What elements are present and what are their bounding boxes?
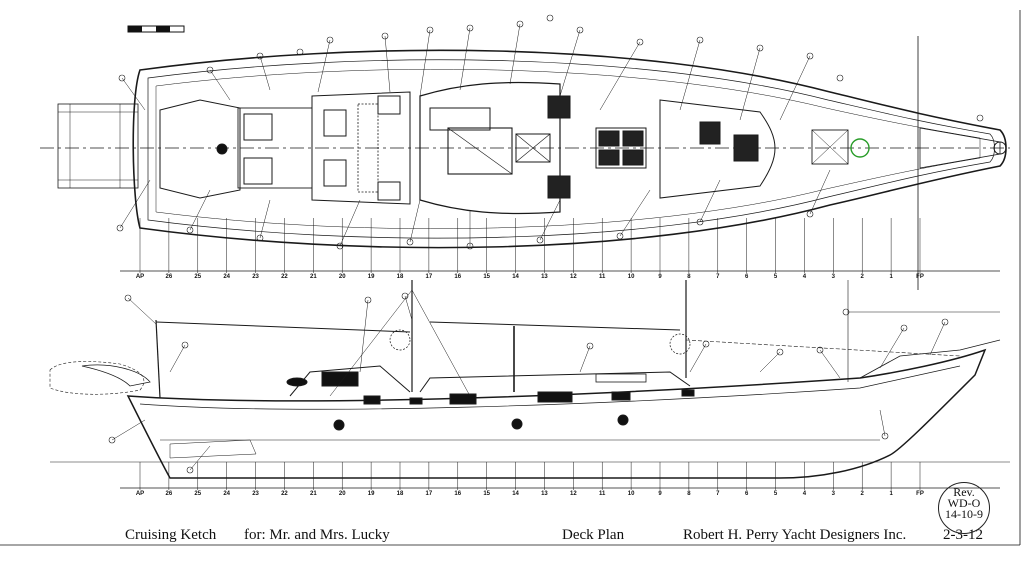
station-label: 26 [166, 491, 173, 497]
station-label: 5 [774, 274, 778, 280]
station-label: 9 [658, 491, 662, 497]
revision-stamp: Rev. WD-O 14-10-9 [938, 482, 990, 534]
station-label: 17 [426, 491, 433, 497]
station-label: 23 [252, 491, 259, 497]
station-label: 16 [454, 491, 461, 497]
profile-view [49, 280, 1010, 489]
station-label: 15 [483, 274, 490, 280]
station-label: 21 [310, 274, 317, 280]
station-label: 22 [281, 274, 288, 280]
station-label: 3 [832, 491, 836, 497]
station-label: 14 [512, 274, 519, 280]
station-label: 18 [397, 274, 404, 280]
station-label: 4 [803, 491, 807, 497]
station-label: 1 [889, 274, 893, 280]
plan-view [40, 14, 1010, 272]
station-label: 26 [166, 274, 173, 280]
station-label: 10 [628, 274, 635, 280]
station-label: 4 [803, 274, 807, 280]
station-label: 21 [310, 491, 317, 497]
station-label: 11 [599, 274, 606, 280]
station-label: 22 [281, 491, 288, 497]
hull-profile [126, 348, 987, 479]
station-label: 8 [687, 274, 691, 280]
station-label: 25 [194, 274, 201, 280]
station-label: 20 [339, 274, 346, 280]
station-label: 17 [426, 274, 433, 280]
project-name: Cruising Ketch [125, 527, 217, 543]
station-label: FP [916, 491, 924, 497]
station-label: AP [136, 491, 144, 497]
station-label: 19 [368, 274, 375, 280]
station-label: 6 [745, 491, 749, 497]
station-label: 2 [861, 274, 865, 280]
station-label: 2 [861, 491, 865, 497]
station-label: 13 [541, 274, 548, 280]
station-label: 12 [570, 491, 577, 497]
station-label: 19 [368, 491, 375, 497]
station-label: 10 [628, 491, 635, 497]
station-label: 8 [687, 491, 691, 497]
station-label: 24 [223, 274, 230, 280]
station-label: 25 [194, 491, 201, 497]
station-label: 7 [716, 274, 720, 280]
station-label: 11 [599, 491, 606, 497]
station-label: 23 [252, 274, 259, 280]
station-label: 18 [397, 491, 404, 497]
station-label: 24 [223, 491, 230, 497]
designer-name: Robert H. Perry Yacht Designers Inc. [683, 527, 907, 543]
station-label: 5 [774, 491, 778, 497]
station-label: FP [916, 274, 924, 280]
station-label: 3 [832, 274, 836, 280]
station-label: 6 [745, 274, 749, 280]
station-label: 12 [570, 274, 577, 280]
station-label: 14 [512, 491, 519, 497]
sheet-title: Deck Plan [562, 527, 625, 543]
station-label: 9 [658, 274, 662, 280]
revision-label: Rev. [953, 485, 975, 499]
hull-outline [132, 49, 1007, 249]
revision-code: WD-O [947, 496, 981, 510]
station-label: 15 [483, 491, 490, 497]
scale-bar [127, 25, 185, 33]
station-label: 16 [454, 274, 461, 280]
revision-date: 14-10-9 [945, 507, 983, 521]
title-block: Cruising Ketch for: Mr. and Mrs. Lucky D… [0, 525, 1024, 555]
station-label: 7 [716, 491, 720, 497]
station-label: 1 [889, 491, 893, 497]
station-label: AP [136, 274, 144, 280]
station-label: 13 [541, 491, 548, 497]
station-label: 20 [339, 491, 346, 497]
client-name: for: Mr. and Mrs. Lucky [244, 527, 390, 543]
